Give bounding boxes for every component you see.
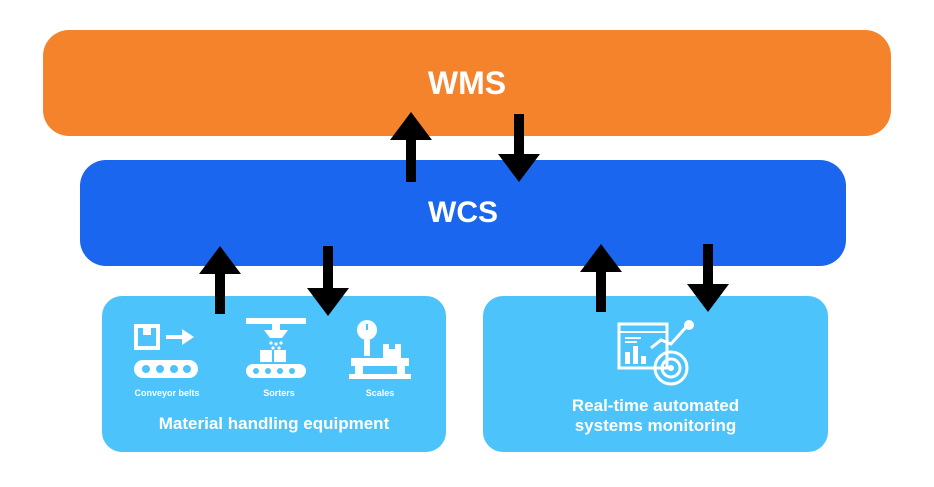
sorter-icon xyxy=(246,318,306,378)
conveyor-belts-label: Conveyor belts xyxy=(134,388,200,398)
monitoring-to-wcs-arrow xyxy=(580,244,622,312)
wcs-to-monitoring-arrow xyxy=(687,244,729,312)
equipment-to-wcs-arrow xyxy=(199,246,241,314)
material-handling-equipment-box: Conveyor belts Sorters Scales Material h… xyxy=(102,296,446,452)
systems-monitoring-box: Real-time automated systems monitoring xyxy=(483,296,828,452)
sorters-label: Sorters xyxy=(263,388,295,398)
wcs-to-equipment-arrow xyxy=(307,246,349,316)
wcs-label: WCS xyxy=(428,196,498,229)
scales-label: Scales xyxy=(365,388,395,398)
wms-to-wcs-arrow xyxy=(498,114,540,182)
systems-monitoring-title-line2: systems monitoring xyxy=(574,416,737,435)
dashboard-monitoring-icon xyxy=(617,320,694,386)
wcs-layer: WCS xyxy=(80,160,846,266)
wms-label: WMS xyxy=(427,64,507,101)
material-handling-equipment-title: Material handling equipment xyxy=(158,414,390,433)
conveyor-belt-icon xyxy=(134,324,198,378)
wcs-to-wms-arrow xyxy=(390,112,432,182)
systems-monitoring-title-line1: Real-time automated xyxy=(571,396,740,415)
wms-layer: WMS xyxy=(43,30,891,136)
scale-icon xyxy=(349,320,411,379)
